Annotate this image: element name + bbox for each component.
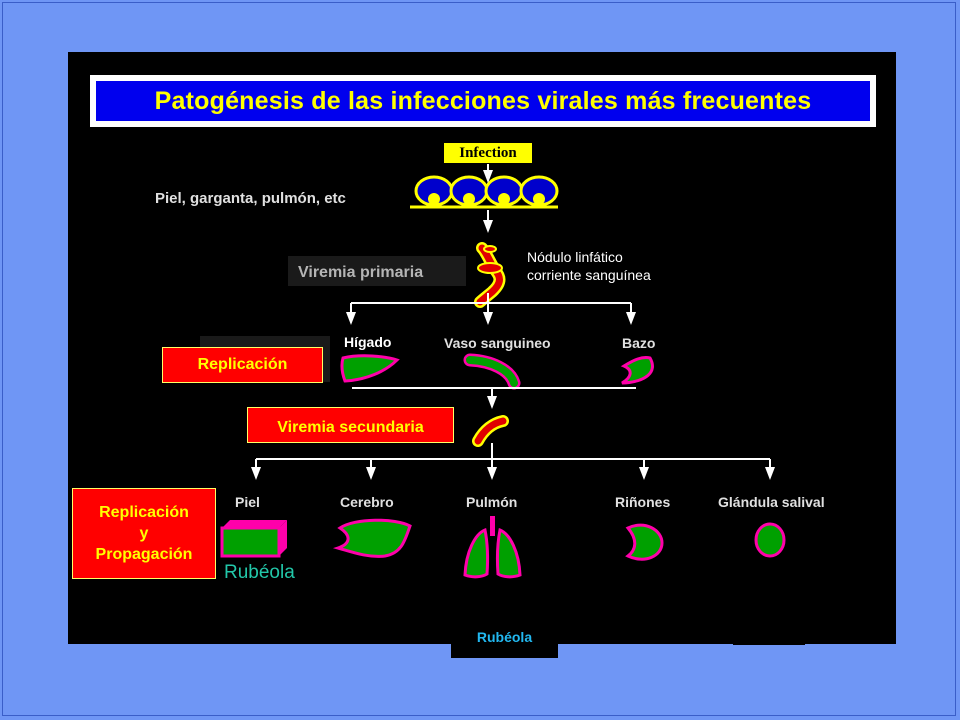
organ-label-blood-vessel: Vaso sanguineo (444, 335, 551, 351)
rubeola-green-label: Rubéola (224, 562, 295, 583)
replication-spread-line-3: Propagación (95, 546, 193, 563)
bloodstream-label: corriente sanguínea (527, 267, 651, 283)
replication-spread-box: Replicación y Propagación (72, 488, 216, 579)
kidney-icon (625, 523, 664, 561)
secondary-viremia-box: Viremia secundaria (247, 407, 454, 443)
lymph-node-icon (474, 242, 506, 308)
replication-label: Replicación (197, 356, 288, 373)
organ-label-liver: Hígado (344, 334, 392, 350)
infection-label: Infection (444, 143, 532, 163)
primary-viremia-label: Viremia primaria (298, 264, 424, 281)
liver-icon (340, 354, 400, 383)
branch-line-1 (346, 293, 636, 325)
organ-label-salivary-gland: Glándula salival (718, 494, 825, 510)
title-box: Patogénesis de las infecciones virales m… (90, 75, 876, 127)
convergence-line (352, 387, 636, 409)
arrow-down-icon (483, 210, 493, 233)
secondary-viremia-label: Viremia secundaria (277, 419, 424, 436)
replication-spread-line-1: Replicación (99, 504, 189, 521)
replication-box: Replicación (162, 347, 323, 383)
brain-icon (332, 518, 412, 558)
organ-label-spleen: Bazo (622, 335, 656, 351)
lung-icon (463, 516, 522, 579)
organ-label-lung: Pulmón (466, 494, 518, 510)
entry-sites-label: Piel, garganta, pulmón, etc (155, 190, 346, 207)
page-title: Patogénesis de las infecciones virales m… (94, 79, 872, 123)
primary-viremia-box (288, 256, 466, 286)
blood-vessel-icon (472, 415, 509, 447)
black-patch (733, 630, 805, 645)
skin-icon (220, 520, 287, 558)
replication-spread-line-2: y (139, 525, 149, 542)
organ-label-skin: Piel (235, 494, 260, 510)
rubeola-box-label: Rubéola (476, 629, 533, 645)
epithelial-cells-icon (410, 175, 559, 209)
lymph-node-label: Nódulo linfático (527, 249, 623, 265)
spleen-icon (620, 356, 654, 385)
salivary-gland-icon (754, 522, 786, 558)
arrow-down-icon (483, 164, 493, 183)
organ-label-brain: Cerebro (340, 494, 394, 510)
rubeola-box: Rubéola (451, 620, 558, 658)
branch-line-2 (251, 443, 775, 480)
organ-label-kidneys: Riñones (615, 494, 671, 510)
